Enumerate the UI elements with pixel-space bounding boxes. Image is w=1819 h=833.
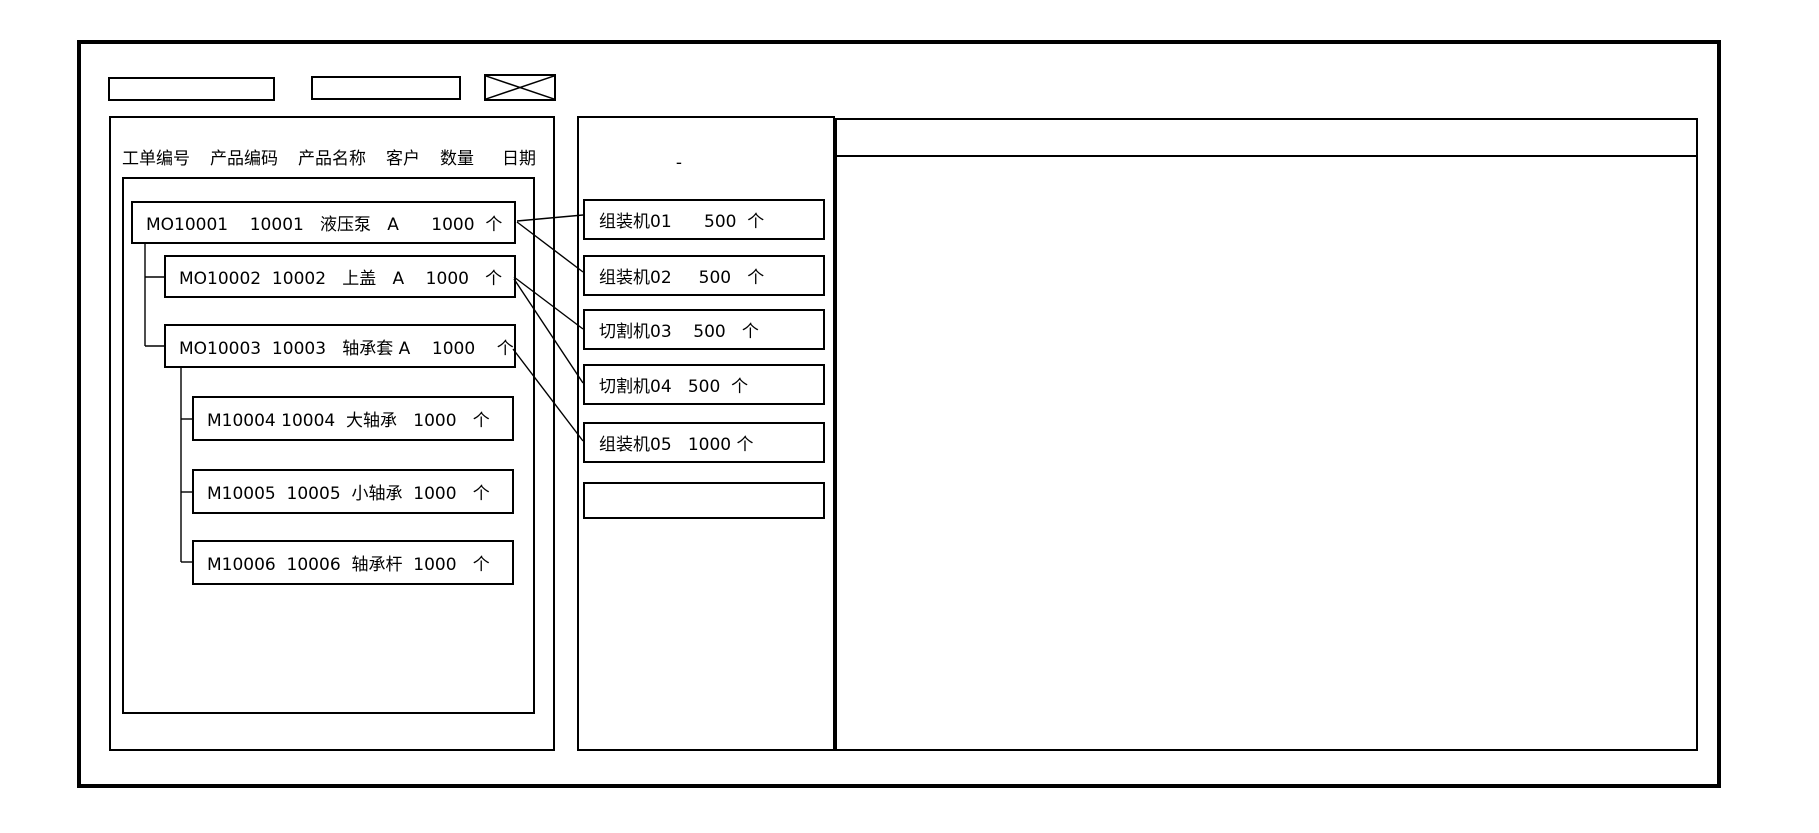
detail-panel-header: [837, 120, 1696, 157]
column-header-customer: 客户: [386, 148, 420, 169]
tree-node-mo10002[interactable]: MO10002 10002 上盖 A 1000 个: [164, 255, 516, 298]
column-header-product-name: 产品名称: [298, 148, 366, 169]
app-window-frame: [77, 40, 1721, 788]
machine-item-4[interactable]: 切割机04 500 个: [583, 364, 825, 405]
column-header-date: 日期: [502, 148, 536, 169]
column-header-qty: 数量: [440, 148, 474, 169]
tree-node-m10004[interactable]: M10004 10004 大轴承 1000 个: [192, 396, 514, 441]
machine-item-1[interactable]: 组装机01 500 个: [583, 199, 825, 240]
tree-node-m10005[interactable]: M10005 10005 小轴承 1000 个: [192, 469, 514, 514]
machine-item-2[interactable]: 组装机02 500 个: [583, 255, 825, 296]
crossed-box-icon[interactable]: [484, 74, 556, 101]
machine-item-5[interactable]: 组装机05 1000 个: [583, 422, 825, 463]
tree-node-m10006[interactable]: M10006 10006 轴承杆 1000 个: [192, 540, 514, 585]
machine-item-empty[interactable]: [583, 482, 825, 519]
toolbar-field-1[interactable]: [108, 77, 275, 101]
machine-item-3[interactable]: 切割机03 500 个: [583, 309, 825, 350]
tree-node-mo10003[interactable]: MO10003 10003 轴承套 A 1000 个: [164, 324, 516, 368]
crossed-box-diagonals: [486, 76, 554, 99]
dot-mark: -: [675, 153, 683, 173]
column-header-order-no: 工单编号: [122, 148, 190, 169]
work-order-column-headers: 工单编号 产品编码 产品名称 客户 数量 日期: [122, 143, 536, 169]
column-header-product-code: 产品编码: [210, 148, 278, 169]
tree-node-mo10001[interactable]: MO10001 10001 液压泵 A 1000 个: [131, 201, 516, 244]
detail-panel: [835, 118, 1698, 751]
toolbar-field-2[interactable]: [311, 76, 461, 100]
